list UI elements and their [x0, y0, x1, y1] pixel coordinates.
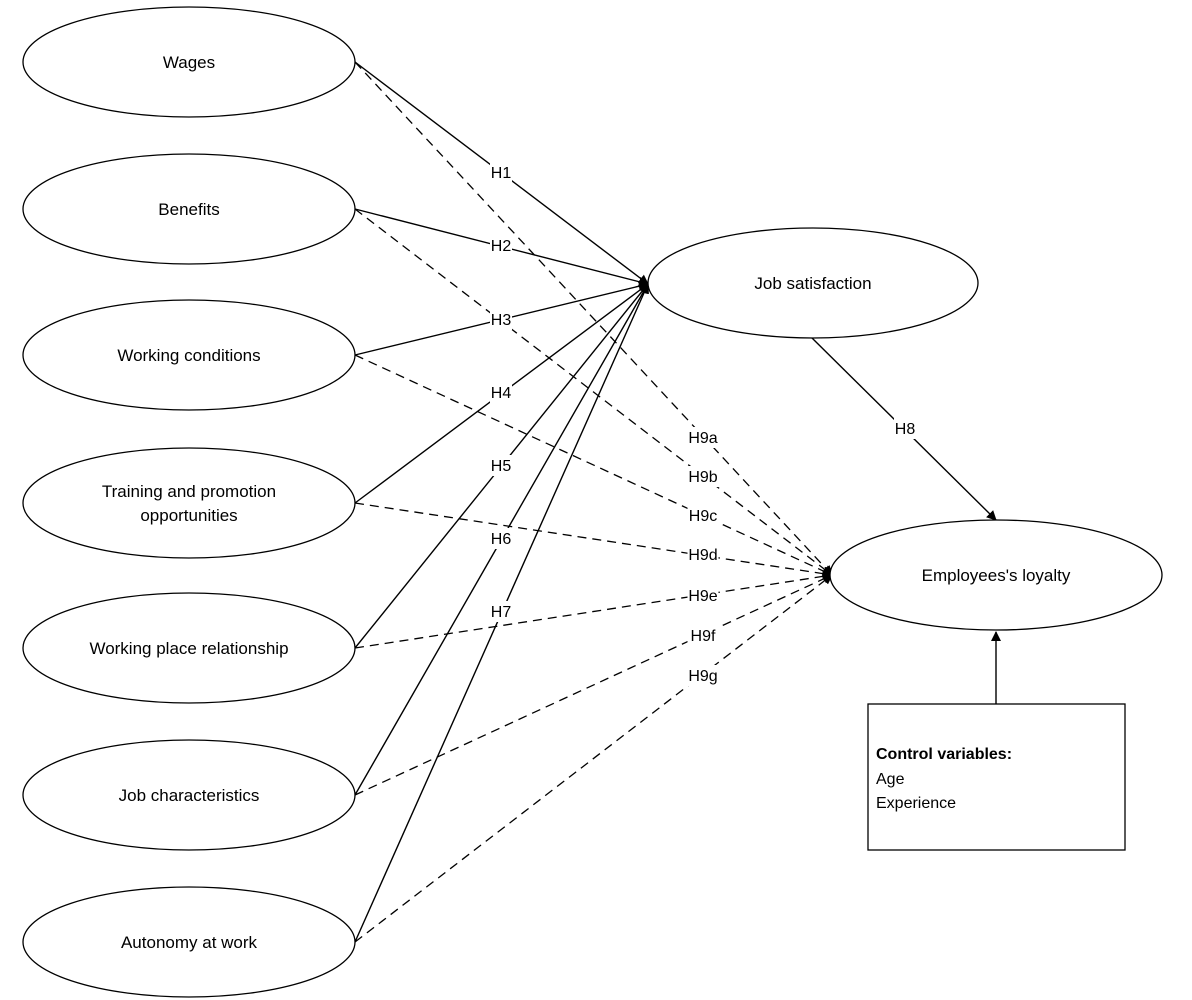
hypothesis-label-h9c: H9c: [687, 505, 719, 526]
control-variable-age: Age: [876, 771, 905, 788]
edge-training-promotion-to-employees-loyalty: [354, 502, 833, 579]
svg-text:H9f: H9f: [691, 628, 716, 645]
hypothesis-label-h9b: H9b: [687, 466, 719, 487]
svg-text:H2: H2: [491, 238, 512, 255]
employees-loyalty-label: Employees's loyalty: [922, 566, 1071, 585]
hypothesis-label-h9d: H9d: [687, 544, 719, 565]
hypothesis-label-h2: H2: [490, 235, 512, 256]
factor-label: Working conditions: [117, 346, 260, 365]
factor-ellipse: [22, 6, 356, 118]
employees-loyalty-ellipse: [829, 519, 1163, 631]
svg-text:H9b: H9b: [688, 469, 717, 486]
factor-node-working-place-relationship: Working place relationship: [22, 592, 356, 704]
svg-text:H1: H1: [491, 165, 512, 182]
factor-label: Benefits: [158, 200, 219, 219]
svg-text:H5: H5: [491, 458, 512, 475]
svg-text:H8: H8: [895, 421, 916, 438]
factor-label: opportunities: [140, 506, 237, 525]
factor-ellipse: [22, 592, 356, 704]
svg-text:H3: H3: [491, 312, 512, 329]
edge-working-conditions-to-employees-loyalty: [354, 354, 833, 576]
job-satisfaction-ellipse: [647, 227, 979, 339]
edge-job-characteristics-to-employees-loyalty: [354, 574, 833, 796]
factor-node-autonomy: Autonomy at work: [22, 886, 356, 998]
factor-label: Wages: [163, 53, 215, 72]
edge-wages-to-employees-loyalty: [354, 61, 833, 576]
svg-text:H6: H6: [491, 531, 512, 548]
factor-label: Job characteristics: [119, 786, 260, 805]
control-variables-box: Control variables: Age Experience: [867, 703, 1126, 851]
hypothesis-label-h3: H3: [490, 309, 512, 330]
svg-text:H4: H4: [491, 385, 512, 402]
hypothesis-label-h9g: H9g: [687, 665, 719, 686]
svg-text:H9c: H9c: [689, 508, 717, 525]
hypothesis-label-h9f: H9f: [687, 625, 719, 646]
hypothesis-label-h4: H4: [490, 382, 512, 403]
factor-node-training-promotion: Training and promotion opportunities: [22, 447, 356, 559]
hypothesis-label-h8: H8: [894, 418, 916, 439]
factor-ellipse: [22, 739, 356, 851]
job-satisfaction-node: Job satisfaction: [647, 227, 979, 339]
employees-loyalty-node: Employees's loyalty: [829, 519, 1163, 631]
control-variables-title: Control variables:: [876, 746, 1012, 763]
factor-ellipse: [22, 447, 356, 559]
control-variable-experience: Experience: [876, 795, 956, 812]
hypothesis-label-h7: H7: [490, 601, 512, 622]
svg-text:H9e: H9e: [688, 588, 717, 605]
edge-benefits-to-employees-loyalty: [354, 208, 833, 576]
factor-ellipse: [22, 299, 356, 411]
hypothesis-label-h5: H5: [490, 455, 512, 476]
hypothesis-label-h1: H1: [490, 162, 512, 183]
hypothesis-label-h9e: H9e: [687, 585, 719, 606]
factor-node-benefits: Benefits: [22, 153, 356, 265]
job-satisfaction-label: Job satisfaction: [754, 274, 871, 293]
hypothesis-label-h6: H6: [490, 528, 512, 549]
factor-ellipse: [22, 153, 356, 265]
svg-text:H7: H7: [491, 604, 512, 621]
hypothesis-label-h9a: H9a: [687, 427, 719, 448]
factor-label: Working place relationship: [89, 639, 288, 658]
factor-node-working-conditions: Working conditions: [22, 299, 356, 411]
factor-label: Training and promotion: [102, 482, 276, 501]
factor-label: Autonomy at work: [121, 933, 258, 952]
svg-text:H9g: H9g: [688, 668, 717, 685]
edge-autonomy-to-employees-loyalty: [354, 574, 833, 943]
factor-node-wages: Wages: [22, 6, 356, 118]
edge-working-place-relationship-to-employees-loyalty: [354, 571, 833, 649]
svg-text:H9a: H9a: [688, 430, 717, 447]
factor-ellipse: [22, 886, 356, 998]
factor-node-job-characteristics: Job characteristics: [22, 739, 356, 851]
svg-text:H9d: H9d: [688, 547, 717, 564]
